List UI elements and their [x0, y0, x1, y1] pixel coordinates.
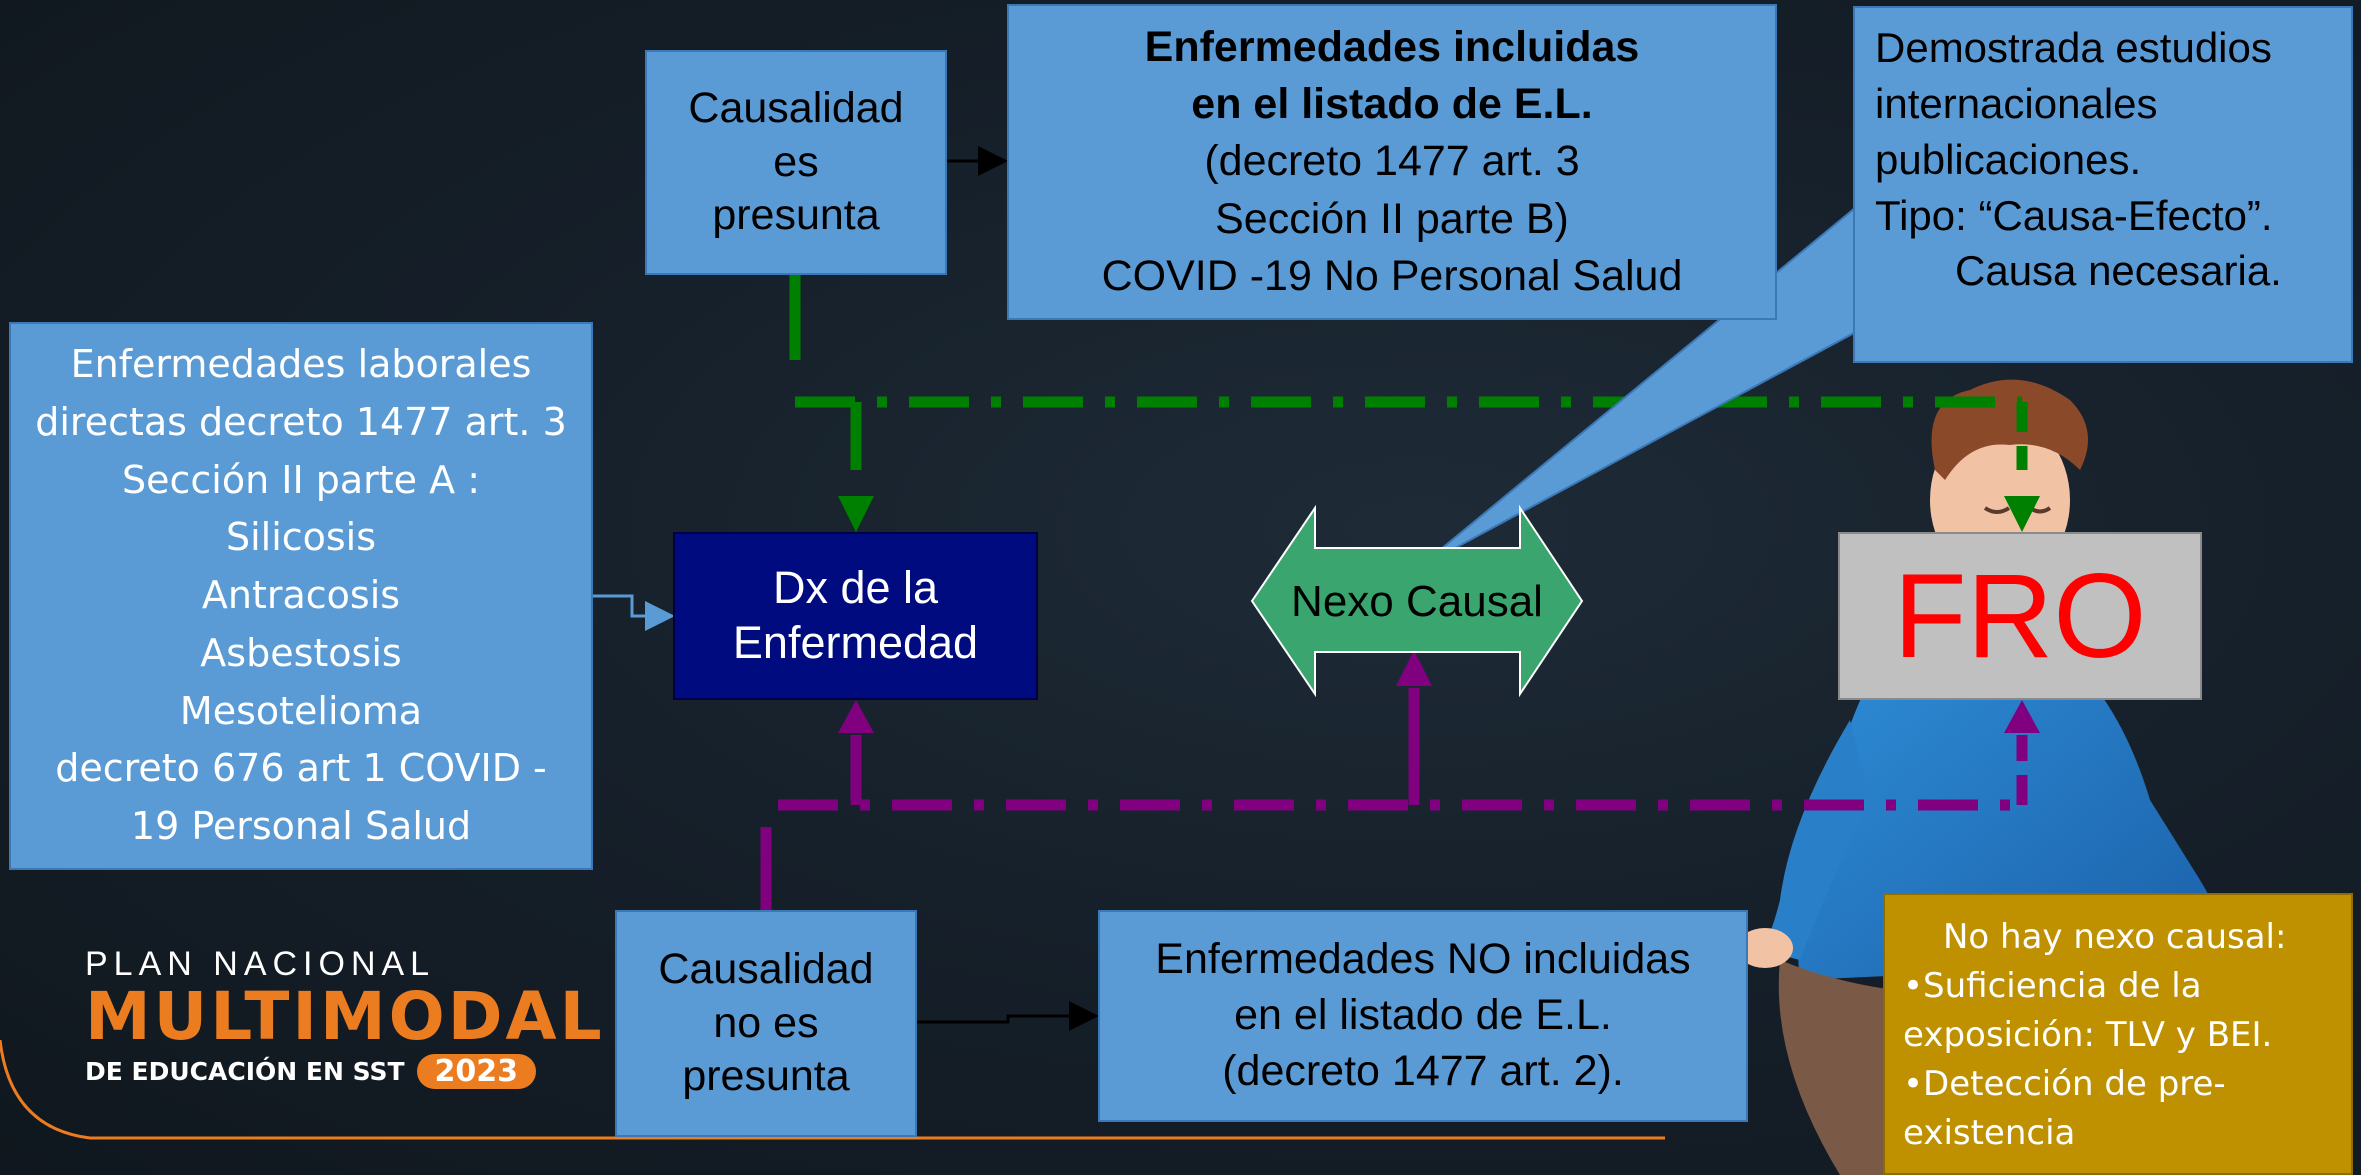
directas-line: Sección II parte A :: [121, 457, 480, 502]
enfermedades-directas-box: Enfermedades laborales directas decreto …: [9, 322, 593, 870]
no-nexo-item: •Suficiencia de la: [1903, 965, 2202, 1006]
directas-line: Asbestosis: [200, 630, 402, 675]
incluidas-line4: Sección II parte B): [1215, 194, 1569, 243]
purple-arrowhead-dx: [838, 700, 874, 733]
directas-line: Antracosis: [201, 573, 401, 618]
incluidas-title-line2: en el listado de E.L.: [1191, 80, 1593, 129]
no-incluidas-line: Enfermedades NO incluidas: [1155, 935, 1691, 984]
bottom-swoosh: [0, 1039, 1665, 1140]
green-causal-path: [789, 273, 2028, 470]
directas-line: Enfermedades laborales: [70, 342, 532, 387]
arrow-no-presunta-to-no-incluidas: [915, 1001, 1099, 1031]
directas-line: directas decreto 1477 art. 3: [35, 399, 567, 444]
directas-line: Mesotelioma: [179, 688, 423, 733]
purple-causal-path: [760, 688, 2028, 910]
demostrada-line5: Causa necesaria.: [1955, 247, 2282, 295]
no-nexo-item: exposición: TLV y BEI.: [1903, 1014, 2273, 1055]
directas-line: Silicosis: [225, 515, 377, 560]
causalidad-no-presunta-box: Causalidad no es presunta: [615, 910, 917, 1137]
dx-line1: Dx de la: [772, 562, 939, 614]
fro-box: FRO: [1838, 532, 2202, 700]
arrow-directas-to-dx: [592, 594, 675, 631]
causalidad-es-presunta-box: Causalidad es presunta: [645, 50, 947, 275]
demostrada-line3: publicaciones.: [1875, 135, 2142, 183]
text-line: presunta: [712, 191, 880, 240]
logo-line2: MULTIMODAL: [85, 978, 605, 1055]
enfermedades-no-incluidas-box: Enfermedades NO incluidas en el listado …: [1098, 910, 1748, 1122]
fro-text: FRO: [1893, 549, 2147, 683]
nexo-double-arrow: [1250, 504, 1584, 698]
green-arrowhead-fro: [2004, 496, 2040, 532]
no-nexo-item: existencia: [1903, 1112, 2076, 1153]
directas-line: decreto 676 art 1 COVID -: [55, 746, 547, 791]
logo-line1: PLAN NACIONAL: [85, 945, 436, 983]
incluidas-line5: COVID -19 No Personal Salud: [1101, 251, 1683, 300]
logo-bottom-row: DE EDUCACIÓN EN SST 2023: [85, 1054, 615, 1089]
green-arrowhead-dx: [838, 496, 874, 532]
logo-year-badge: 2023: [416, 1054, 537, 1089]
no-hay-nexo-box: No hay nexo causal: •Suficiencia de la e…: [1883, 893, 2353, 1175]
nexo-causal-text: Nexo Causal: [1291, 577, 1543, 626]
incluidas-line3: (decreto 1477 art. 3: [1204, 137, 1580, 186]
demostrada-line2: internacionales: [1875, 79, 2158, 127]
text-line: es: [773, 137, 819, 186]
enfermedades-incluidas-box: Enfermedades incluidas en el listado de …: [1007, 4, 1777, 320]
purple-arrowhead-nexo: [1396, 650, 1432, 686]
text-line: presunta: [682, 1052, 850, 1101]
logo-line3: DE EDUCACIÓN EN SST: [85, 1057, 405, 1086]
dx-enfermedad-box: Dx de la Enfermedad: [673, 532, 1038, 700]
no-incluidas-line: (decreto 1477 art. 2).: [1222, 1046, 1624, 1095]
no-nexo-item: •Detección de pre-: [1903, 1063, 2226, 1104]
nexo-causal-label: Nexo Causal: [1252, 560, 1582, 644]
no-nexo-title: No hay nexo causal:: [1943, 917, 2287, 957]
plan-nacional-logo: PLAN NACIONAL MULTIMODAL DE EDUCACIÓN EN…: [85, 945, 615, 1095]
dx-line2: Enfermedad: [732, 617, 979, 668]
demostrada-line1: Demostrada estudios: [1875, 24, 2272, 71]
purple-arrowhead-fro: [2004, 700, 2040, 733]
text-line: no es: [713, 998, 819, 1047]
incluidas-title-line1: Enfermedades incluidas: [1144, 23, 1640, 72]
no-incluidas-line: en el listado de E.L.: [1234, 991, 1612, 1040]
text-line: Causalidad: [688, 83, 904, 132]
text-line: Causalidad: [658, 944, 874, 993]
demostrada-estudios-box: Demostrada estudios internacionales publ…: [1853, 6, 2353, 363]
demostrada-line4: Tipo: “Causa-Efecto”.: [1875, 191, 2273, 239]
directas-line: 19 Personal Salud: [130, 804, 472, 849]
